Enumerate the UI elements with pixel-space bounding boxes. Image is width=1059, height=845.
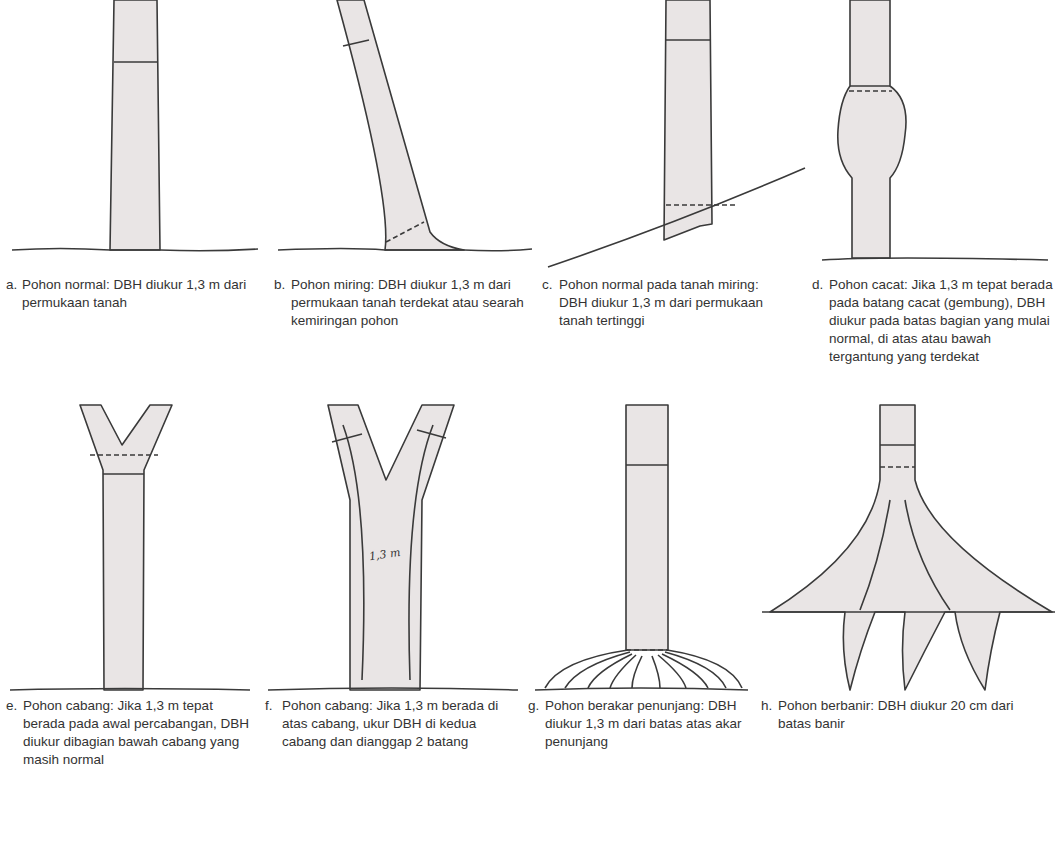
- dbh-dashed-line: [880, 466, 915, 468]
- panel-caption: Pohon miring: DBH diukur 1,3 m dari perm…: [291, 276, 527, 330]
- tree-defective: [838, 0, 906, 258]
- dbh-dashed-line: [666, 204, 738, 206]
- dbh-line: [343, 40, 369, 46]
- tree-forked: [80, 405, 172, 690]
- ground-line: [822, 258, 1048, 260]
- buttress-line: [860, 500, 890, 610]
- ground-line: [10, 689, 250, 691]
- panel-caption: Pohon cabang: Jika 1,3 m berada di atas …: [282, 697, 508, 751]
- slope-line: [548, 168, 805, 267]
- dbh-line: [626, 464, 668, 466]
- stilt-roots: [545, 650, 742, 688]
- branch-inner-line: [343, 425, 364, 680]
- dbh-line: [850, 85, 890, 87]
- tree-buttressed: [770, 405, 1052, 690]
- tree-on-slope: [664, 0, 712, 240]
- panel-letter: e.: [6, 697, 24, 715]
- dbh-dashed-line: [849, 90, 892, 92]
- panel-letter: c.: [542, 276, 560, 294]
- panel-letter: g.: [528, 697, 546, 715]
- panel-letter: h.: [761, 697, 779, 715]
- tree-normal: [110, 0, 160, 250]
- panel-caption: Pohon berbanir: DBH diukur 20 cm dari ba…: [778, 697, 1050, 733]
- dbh-dashed-line: [626, 649, 668, 651]
- tree-leaning: [337, 0, 464, 250]
- panel-caption: Pohon cabang: Jika 1,3 m tepat berada pa…: [23, 697, 249, 769]
- dbh-dashed-line: [90, 454, 158, 456]
- panel-letter: f.: [265, 697, 283, 715]
- panel-caption: Pohon cacat: Jika 1,3 m tepat berada pad…: [829, 276, 1053, 366]
- panel-letter: a.: [6, 276, 24, 294]
- dbh-line: [880, 444, 915, 446]
- tree-forked-low: [328, 405, 454, 690]
- panel-caption: Pohon normal: DBH diukur 1,3 m dari perm…: [22, 276, 254, 312]
- ground-line: [535, 688, 748, 690]
- panel-caption: Pohon berakar penunjang: DBH diukur 1,3 …: [545, 697, 759, 751]
- ground-line: [278, 249, 532, 251]
- ground-line: [268, 688, 518, 690]
- dbh-line: [417, 430, 446, 438]
- branch-inner-line: [409, 425, 433, 680]
- panel-caption: Pohon normal pada tanah miring: DBH diuk…: [559, 276, 787, 330]
- ground-line: [12, 249, 258, 251]
- dbh-line: [103, 473, 144, 475]
- dbh-line: [666, 39, 710, 41]
- dbh-dashed-line: [386, 222, 424, 242]
- tree-stilt-root: [626, 405, 668, 650]
- dbh-line: [332, 434, 362, 442]
- buttress-line: [905, 500, 950, 610]
- panel-letter: d.: [812, 276, 830, 294]
- dbh-line: [114, 61, 158, 63]
- panel-letter: b.: [274, 276, 292, 294]
- ground-line: [762, 611, 1055, 613]
